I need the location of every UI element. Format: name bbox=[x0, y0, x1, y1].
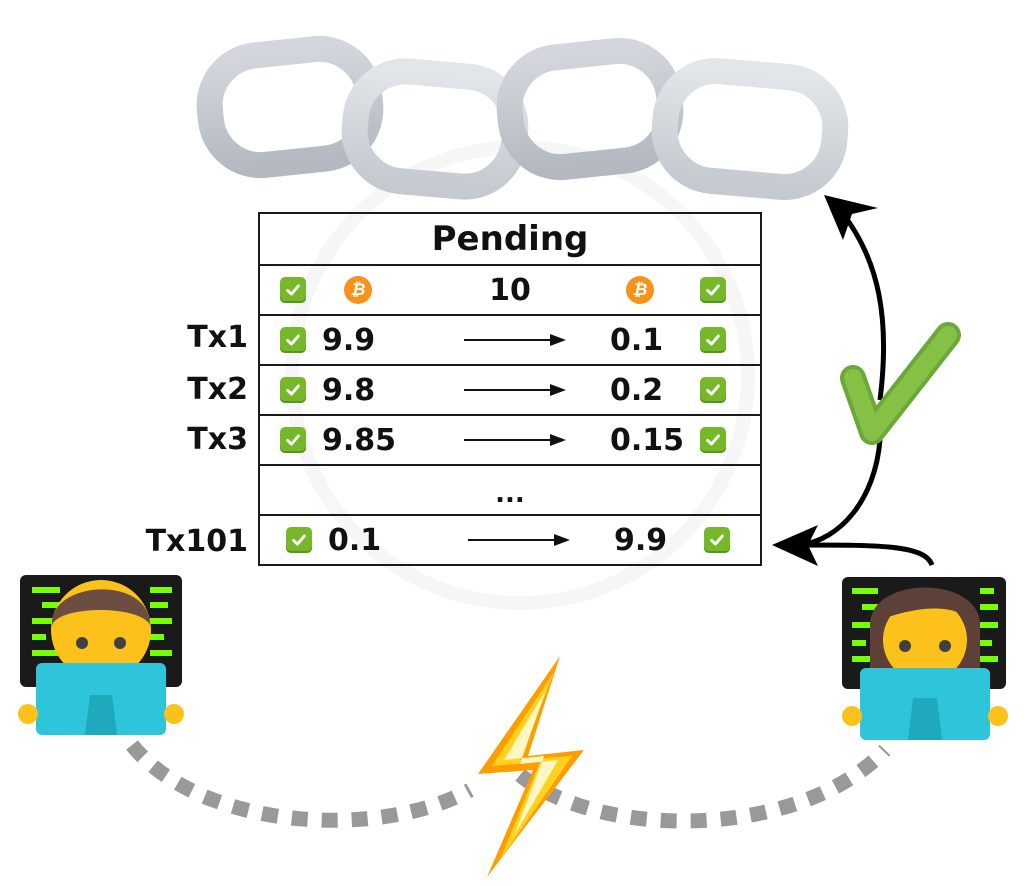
bitcoin-icon: ₿ bbox=[344, 276, 372, 304]
arrow-right-icon bbox=[464, 416, 566, 464]
check-icon bbox=[700, 427, 726, 453]
left-balance: 9.9 bbox=[322, 322, 376, 358]
right-balance: 9.9 bbox=[614, 522, 668, 558]
check-icon bbox=[280, 277, 306, 303]
woman-technologist-icon bbox=[842, 577, 1008, 740]
arrow-to-blockchain bbox=[838, 208, 887, 401]
arrow-right-icon bbox=[464, 366, 566, 414]
table-row-ellipsis: ... bbox=[260, 464, 760, 514]
table-header-row: ₿ 10 ₿ bbox=[260, 264, 760, 314]
left-balance: 9.8 bbox=[322, 372, 376, 408]
man-technologist-icon bbox=[18, 575, 184, 735]
dashed-channel-left bbox=[126, 740, 474, 828]
check-icon bbox=[700, 377, 726, 403]
table-row: 0.1 9.9 bbox=[260, 514, 760, 564]
check-icon bbox=[286, 527, 312, 553]
pending-title: Pending bbox=[431, 219, 589, 259]
arrow-from-user bbox=[799, 542, 935, 567]
check-icon bbox=[700, 277, 726, 303]
right-balance: 0.2 bbox=[610, 372, 664, 408]
table-row: 9.8 0.2 bbox=[260, 364, 760, 414]
pending-table: Pending ₿ 10 ₿ 9.9 0.1 9.8 0.2 9.85 0. bbox=[258, 212, 762, 566]
check-icon bbox=[280, 327, 306, 353]
bitcoin-icon: ₿ bbox=[626, 276, 654, 304]
ellipsis: ... bbox=[495, 479, 525, 509]
dashed-channel-right bbox=[515, 744, 891, 829]
arrowhead-left-icon bbox=[772, 525, 818, 566]
table-title-row: Pending bbox=[260, 214, 760, 264]
table-row: 9.9 0.1 bbox=[260, 314, 760, 364]
arrow-right-icon bbox=[464, 316, 566, 364]
right-balance: 0.1 bbox=[610, 322, 664, 358]
tx-label: Tx1 bbox=[187, 320, 248, 355]
arrow-right-icon bbox=[468, 516, 570, 564]
check-icon bbox=[700, 327, 726, 353]
channel-amount: 10 bbox=[489, 272, 531, 308]
check-icon bbox=[280, 377, 306, 403]
table-row: 9.85 0.15 bbox=[260, 414, 760, 464]
check-icon bbox=[280, 427, 306, 453]
chain-link-4 bbox=[651, 57, 849, 201]
tx-label: Tx3 bbox=[187, 422, 248, 457]
right-balance: 0.15 bbox=[610, 422, 685, 458]
tx-label: Tx2 bbox=[187, 372, 248, 407]
arrow-to-table bbox=[799, 439, 883, 548]
tx-label: Tx101 bbox=[145, 524, 248, 559]
check-icon bbox=[704, 527, 730, 553]
left-balance: 9.85 bbox=[322, 422, 397, 458]
arrowhead-up-icon bbox=[824, 195, 878, 240]
lightning-icon bbox=[478, 656, 584, 877]
left-balance: 0.1 bbox=[328, 522, 382, 558]
